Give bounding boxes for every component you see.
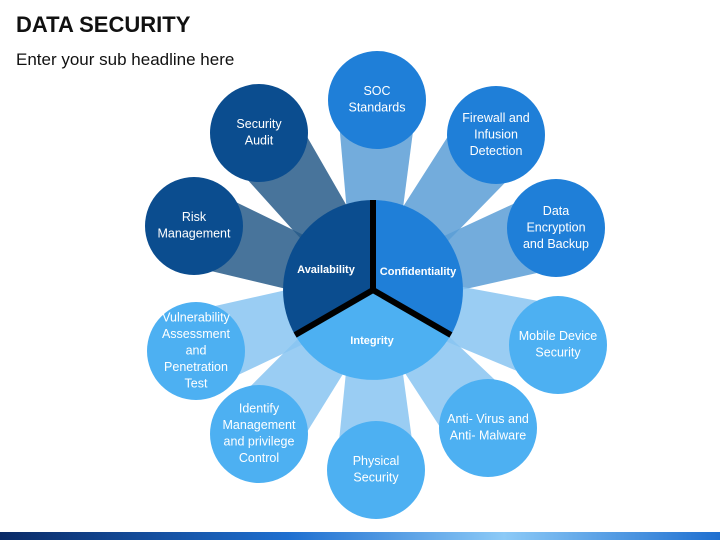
node-circle-vulnerability xyxy=(147,302,245,400)
node-label-identify-management: Control xyxy=(239,451,279,465)
node-label-firewall: Detection xyxy=(470,144,523,158)
node-label-mobile-device: Mobile Device xyxy=(519,329,598,343)
node-label-soc-standards: SOC xyxy=(363,84,390,98)
node-label-anti-virus: Anti- Virus and xyxy=(447,412,529,426)
node-label-firewall: Infusion xyxy=(474,127,518,141)
page-title: DATA SECURITY xyxy=(16,12,191,37)
node-circle-anti-virus xyxy=(439,379,537,477)
node-soc-standards: SOC Standards xyxy=(328,51,426,149)
core-label-availability: Availability xyxy=(297,264,356,276)
node-label-soc-standards: Standards xyxy=(349,101,406,115)
node-label-identify-management: Management xyxy=(223,418,296,432)
bottom-gradient-bar xyxy=(0,532,720,540)
node-circle-firewall xyxy=(447,86,545,184)
node-label-identify-management: Identify xyxy=(239,402,280,416)
node-circle-physical-security xyxy=(327,421,425,519)
node-label-risk-management: Management xyxy=(158,227,231,241)
node-label-mobile-device: Security xyxy=(535,346,581,360)
node-label-identify-management: and privilege xyxy=(224,435,295,449)
node-label-security-audit: Security xyxy=(236,117,282,131)
core-divider-2 xyxy=(371,287,453,338)
node-label-vulnerability: Test xyxy=(185,376,208,390)
page-subtitle: Enter your sub headline here xyxy=(16,50,235,69)
node-circle-identify-management xyxy=(210,385,308,483)
node-label-firewall: Firewall and xyxy=(462,111,529,125)
core-divider-3 xyxy=(293,287,375,338)
node-circle-soc-standards xyxy=(328,51,426,149)
core-label-integrity: Integrity xyxy=(350,335,394,347)
node-label-vulnerability: Penetration xyxy=(164,360,228,374)
core-segment-integrity xyxy=(295,290,451,380)
node-label-vulnerability: Assessment xyxy=(162,327,231,341)
node-label-data-encryption: Encryption xyxy=(526,220,585,234)
node-label-risk-management: Risk xyxy=(182,210,207,224)
node-label-vulnerability: Vulnerability xyxy=(162,310,230,324)
node-circle-security-audit xyxy=(210,84,308,182)
node-label-physical-security: Security xyxy=(353,471,399,485)
node-label-physical-security: Physical xyxy=(353,454,400,468)
node-label-data-encryption: Data xyxy=(543,204,569,218)
node-label-data-encryption: and Backup xyxy=(523,237,589,251)
core-label-confidentiality: Confidentiality xyxy=(380,266,457,278)
node-circle-data-encryption xyxy=(507,179,605,277)
node-circle-risk-management xyxy=(145,177,243,275)
node-label-vulnerability: and xyxy=(186,343,207,357)
node-label-anti-virus: Anti- Malware xyxy=(450,429,526,443)
node-label-security-audit: Audit xyxy=(245,134,274,148)
node-circle-mobile-device xyxy=(509,296,607,394)
